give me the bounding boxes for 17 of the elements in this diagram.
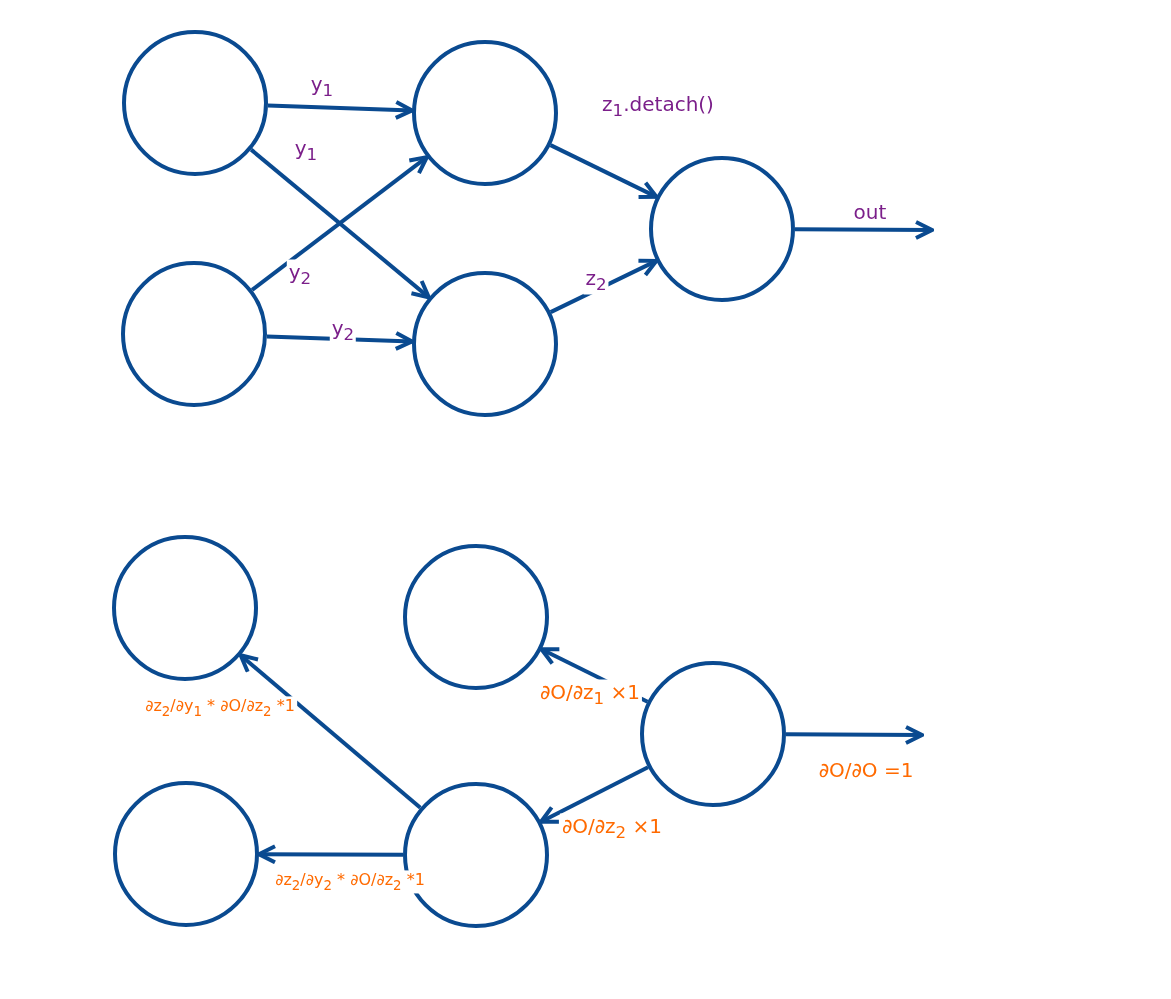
arrow xyxy=(539,765,649,824)
neuron-circle xyxy=(121,261,267,407)
arrow xyxy=(267,99,415,120)
arrow xyxy=(549,143,659,200)
arrow xyxy=(238,653,422,810)
neuron-circle xyxy=(113,781,259,927)
neuron-circle xyxy=(112,535,258,681)
neuron-circle xyxy=(649,156,795,302)
arrow xyxy=(786,724,924,745)
arrow xyxy=(549,258,659,314)
arrow xyxy=(257,844,403,865)
edge-label: ∂z$_{2}$/∂y$_{2}$ * ∂O/∂z$_{2}$ *1 xyxy=(273,870,427,894)
arrow xyxy=(795,219,934,240)
neuron-circle xyxy=(640,661,786,807)
neuron-circle xyxy=(122,30,268,176)
neuron-circle xyxy=(412,271,558,417)
neuron-circle xyxy=(412,40,558,186)
